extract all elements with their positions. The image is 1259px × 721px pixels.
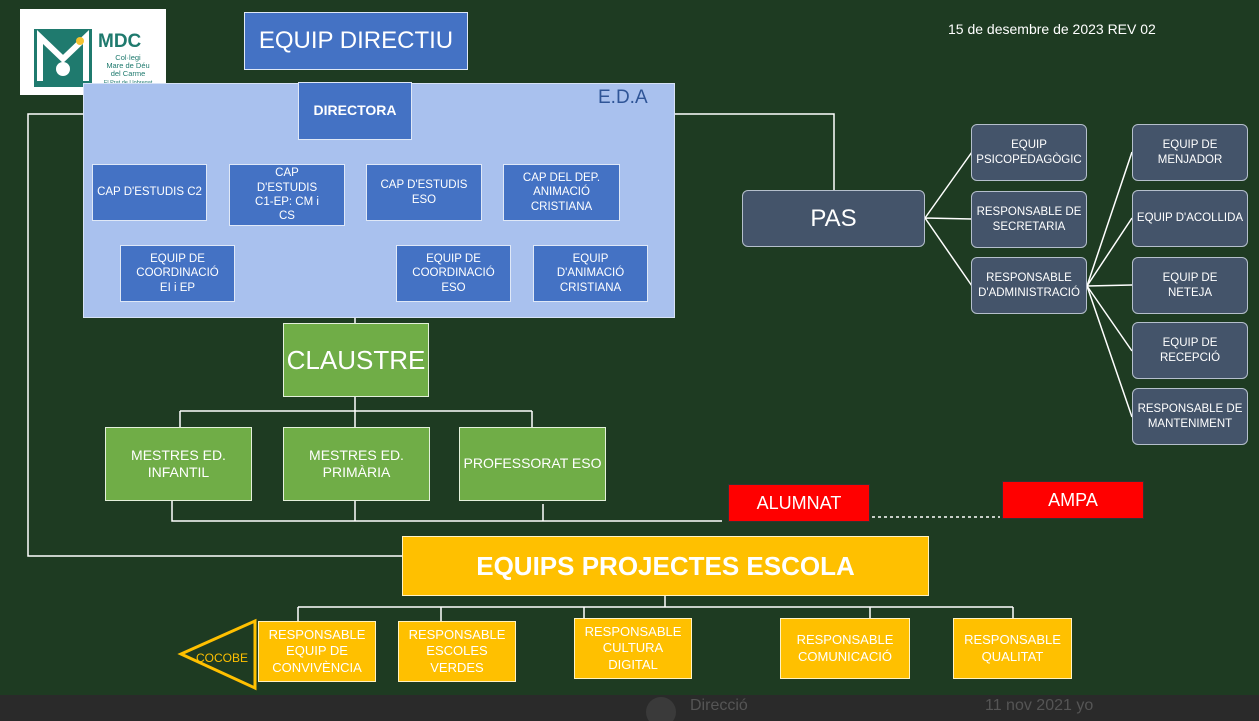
professorat-eso-box: PROFESSORAT ESO	[459, 427, 606, 501]
bottom-bar	[0, 695, 1259, 721]
equip-directiu-title: EQUIP DIRECTIU	[244, 12, 468, 70]
responsable-cultura-digital-box: RESPONSABLE CULTURA DIGITAL	[574, 618, 692, 679]
equip-psicopedagogic-box: EQUIP PSICOPEDAGÒGIC	[971, 124, 1087, 181]
equip-animacio-box: EQUIP D'ANIMACIÓ CRISTIANA	[533, 245, 648, 302]
footer-ghost-right: 11 nov 2021 yo	[985, 697, 1094, 714]
logo-line-2: Mare de Déu	[106, 61, 150, 70]
cap-animacio-box: CAP DEL DEP. ANIMACIÓ CRISTIANA	[503, 164, 620, 221]
connector-mestres-alumnat	[171, 501, 722, 522]
connector-pas-fan	[924, 151, 973, 287]
equip-neteja-box: EQUIP DE NETEJA	[1132, 257, 1248, 314]
responsable-qualitat-box: RESPONSABLE QUALITAT	[953, 618, 1072, 679]
responsable-administracio-box: RESPONSABLE D'ADMINISTRACIÓ	[971, 257, 1087, 314]
revision-date: 15 de desembre de 2023 REV 02	[948, 21, 1156, 37]
responsable-convivencia-box: RESPONSABLE EQUIP DE CONVIVÈNCIA	[258, 621, 376, 682]
ampa-box: AMPA	[1002, 481, 1144, 519]
school-logo: MDC Col·legi Mare de Déu del Carme El Pr…	[20, 9, 166, 95]
logo-line-3: del Carme	[110, 69, 146, 78]
footer-ghost-left: Direcció	[690, 697, 748, 714]
equips-projectes-escola-box: EQUIPS PROJECTES ESCOLA	[402, 536, 929, 596]
equip-recepcio-box: EQUIP DE RECEPCIÓ	[1132, 322, 1248, 379]
mestres-primaria-box: MESTRES ED. PRIMÀRIA	[283, 427, 430, 501]
mestres-infantil-box: MESTRES ED. INFANTIL	[105, 427, 252, 501]
logo-line-1: Col·legi	[115, 53, 141, 62]
responsable-escoles-verdes-box: RESPONSABLE ESCOLES VERDES	[398, 621, 516, 682]
responsable-manteniment-box: RESPONSABLE DE MANTENIMENT	[1132, 388, 1248, 445]
equip-acollida-box: EQUIP D'ACOLLIDA	[1132, 190, 1248, 247]
avatar	[646, 697, 676, 721]
equip-menjador-box: EQUIP DE MENJADOR	[1132, 124, 1248, 181]
claustre-box: CLAUSTRE	[283, 323, 429, 397]
responsable-secretaria-box: RESPONSABLE DE SECRETARIA	[971, 191, 1087, 248]
cap-estudis-c1-box: CAP D'ESTUDIS C1-EP: CM i CS	[229, 164, 345, 226]
directora-box: DIRECTORA	[298, 82, 412, 140]
pas-box: PAS	[742, 190, 925, 247]
connector-admin-fan	[1086, 151, 1133, 418]
logo-mark-icon	[34, 29, 92, 87]
cap-estudis-eso-box: CAP D'ESTUDIS ESO	[366, 164, 482, 221]
responsable-comunicacio-box: RESPONSABLE COMUNICACIÓ	[780, 618, 910, 679]
eda-label: E.D.A	[598, 87, 648, 108]
equip-coordinacio-ei-ep-box: EQUIP DE COORDINACIÓ EI i EP	[120, 245, 235, 302]
connector-claustre-branch	[179, 397, 533, 427]
cocobe-arrow-shape	[177, 618, 257, 691]
cocobe-label: COCOBE	[196, 651, 248, 665]
cap-estudis-c2-box: CAP D'ESTUDIS C2	[92, 164, 207, 221]
alumnat-box: ALUMNAT	[728, 484, 870, 522]
equip-coordinacio-eso-box: EQUIP DE COORDINACIÓ ESO	[396, 245, 511, 302]
logo-acronym: MDC	[98, 31, 142, 52]
